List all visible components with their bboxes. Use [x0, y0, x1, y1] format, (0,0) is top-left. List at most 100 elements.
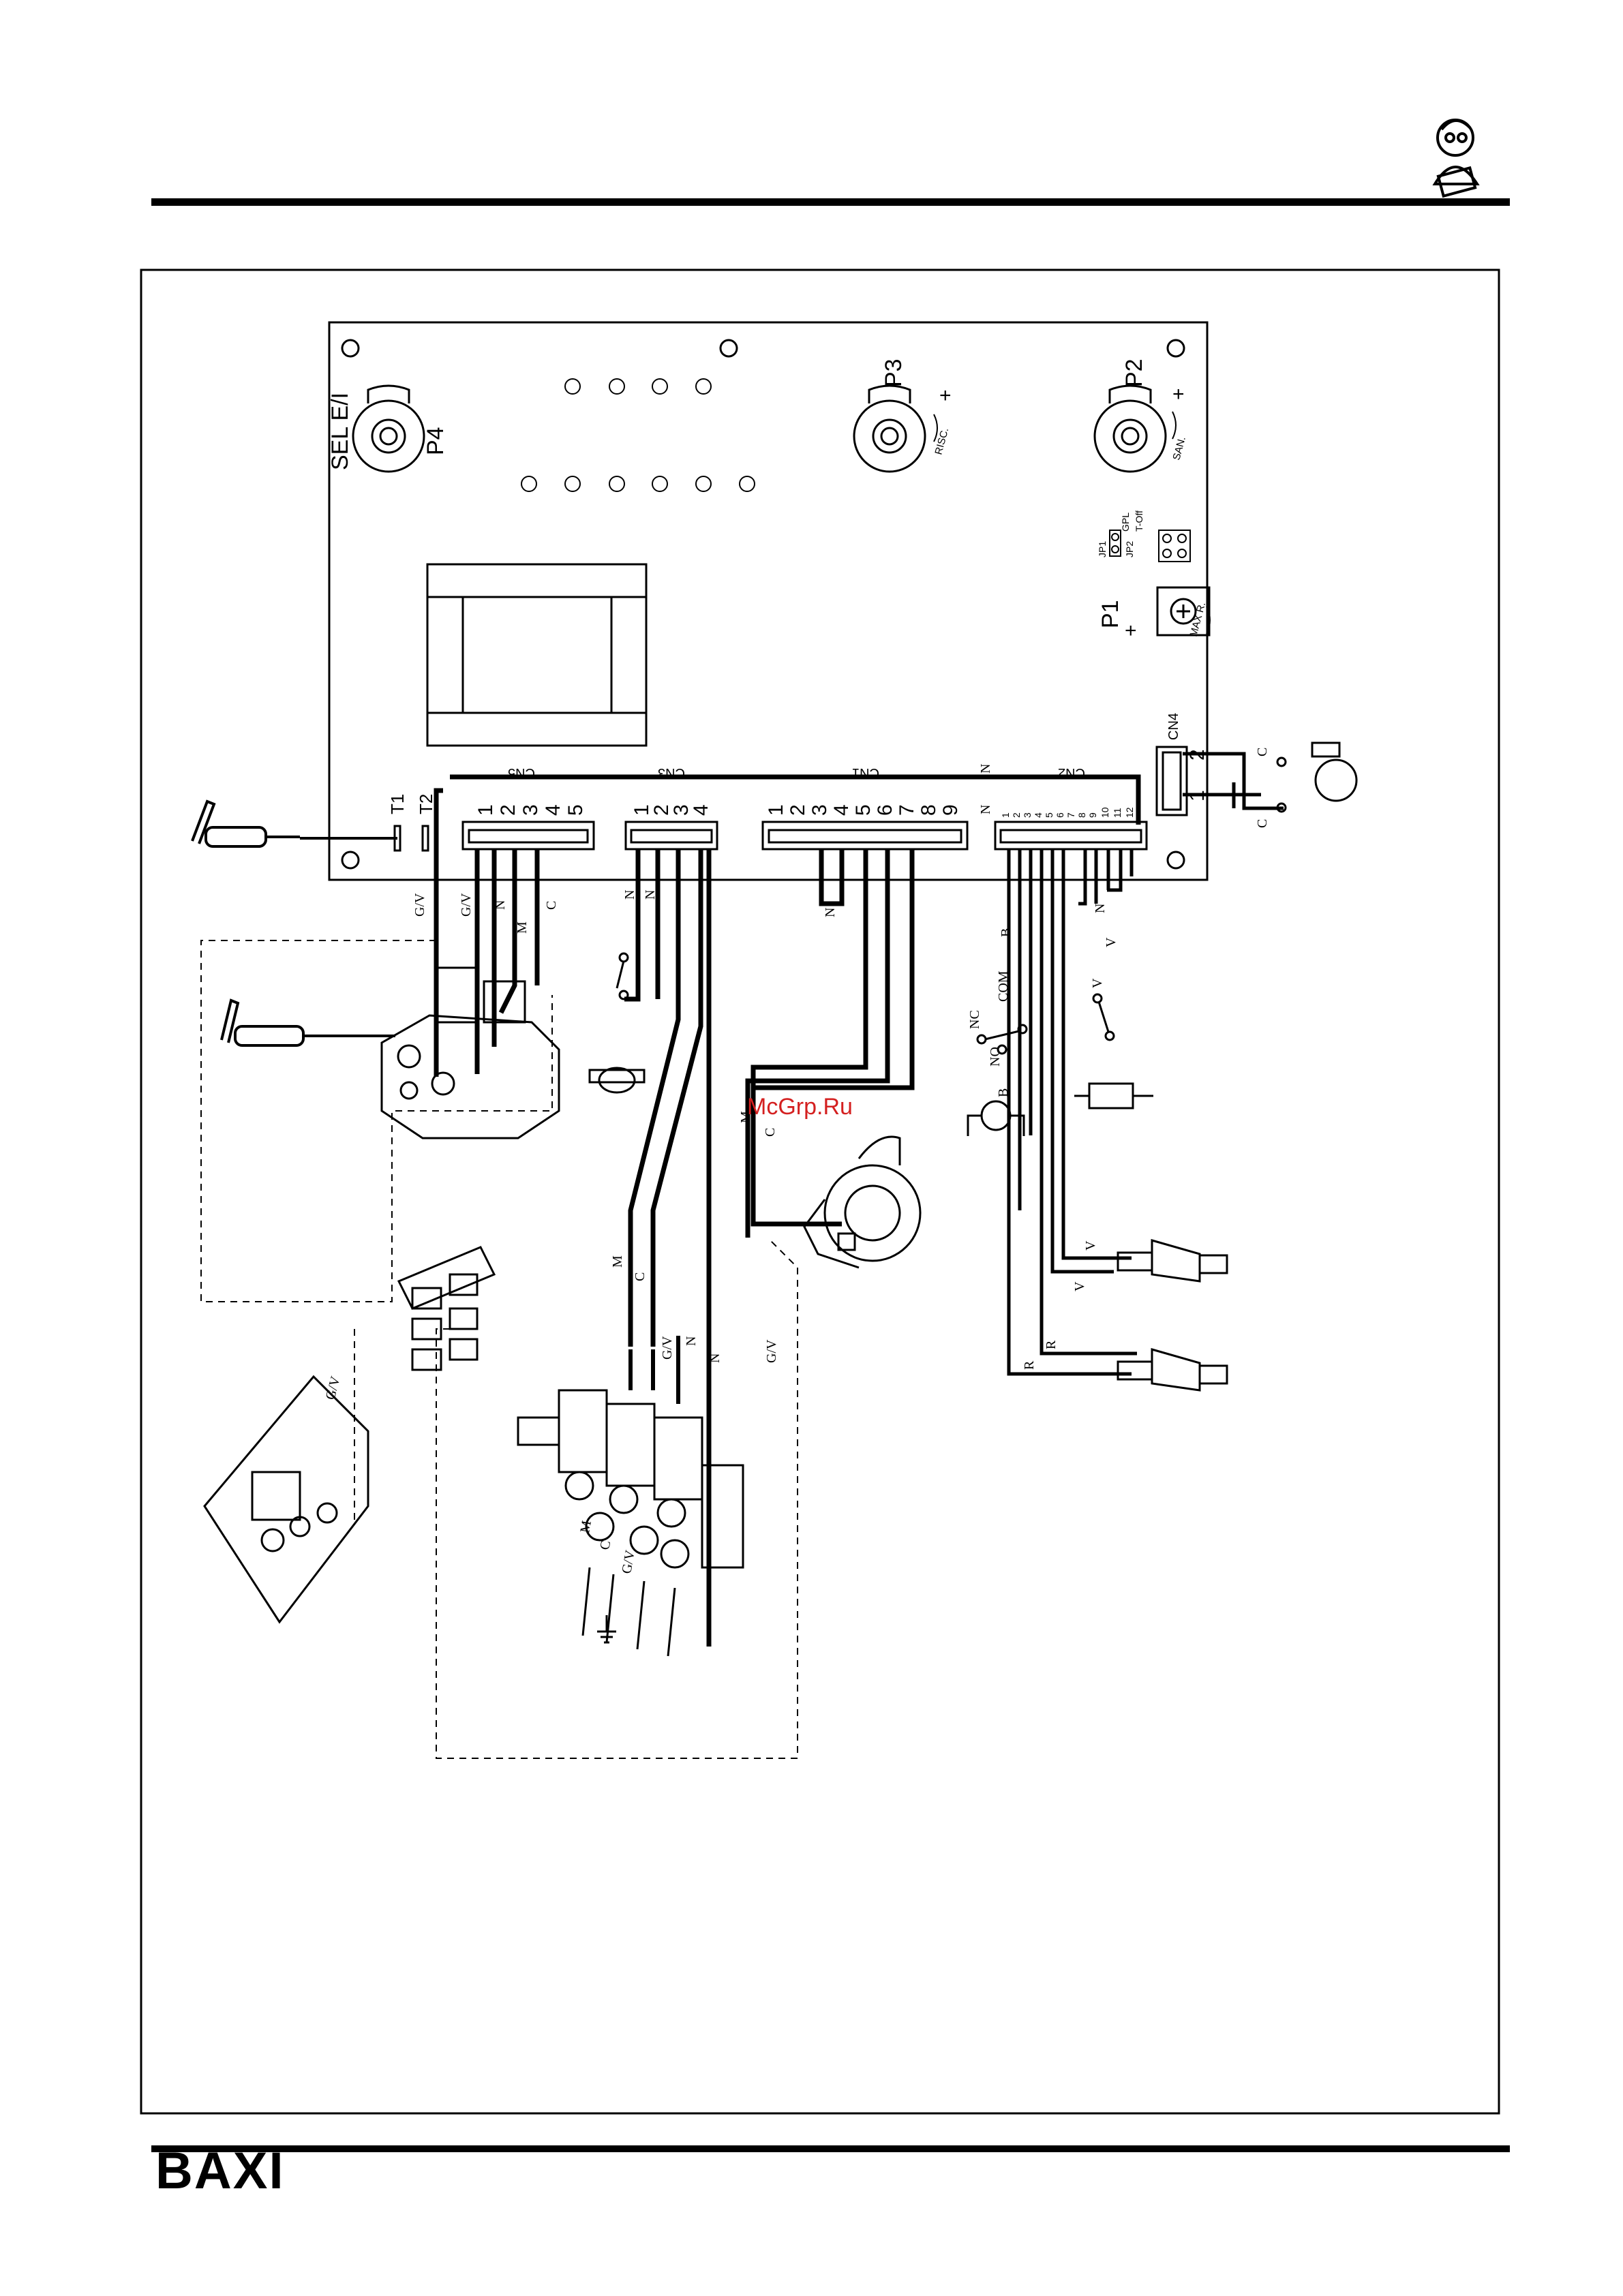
wire-label-c-cn5: C — [544, 901, 559, 910]
p1-plus-sign: + — [1125, 619, 1137, 642]
t1-label: T1 — [387, 794, 408, 814]
jumper-jp1[interactable] — [1110, 530, 1121, 556]
footer-rule — [151, 2145, 1510, 2152]
toff-label: T-Off — [1134, 510, 1144, 532]
circulating-pump — [804, 1137, 920, 1268]
connector-cn3[interactable] — [626, 822, 717, 849]
terminal-t1-t2 — [395, 826, 428, 851]
p3-plus-sign: + — [939, 384, 952, 407]
wire-label-n-cn3b: N — [643, 890, 658, 900]
wire-label-c-cn1: C — [763, 1128, 778, 1137]
jumper-jp2[interactable] — [1159, 530, 1190, 562]
cn5-pin-numbers: 1 2 3 4 5 — [474, 804, 587, 816]
wire-label-n-cn2: N — [1093, 904, 1108, 913]
connector-cn5[interactable] — [463, 822, 594, 849]
terminal-strip — [399, 1247, 494, 1370]
trimmer-p3[interactable] — [854, 386, 925, 472]
ignition-electrode-top — [192, 801, 397, 846]
pressure-switch — [968, 1025, 1027, 1136]
overheat-thermostat — [1277, 743, 1356, 812]
wire-label-n-cn3a: N — [622, 890, 637, 900]
wire-label-n-cn5: N — [493, 900, 508, 910]
cn1-wires — [748, 849, 912, 1238]
cn1-pin-numbers: 1 2 3 4 5 6 7 8 9 — [765, 804, 962, 816]
control-panel — [204, 1377, 368, 1622]
wire-label-v-2: V — [1090, 978, 1105, 988]
svg-text:12: 12 — [1124, 807, 1135, 818]
svg-text:5: 5 — [564, 804, 587, 816]
wire-label-m-cn3: M — [610, 1255, 625, 1268]
diagram-frame — [141, 270, 1499, 2113]
wire-label-n-top: N — [978, 764, 993, 774]
svg-text:1: 1 — [1000, 812, 1011, 818]
wire-label-m-block: M — [577, 1519, 594, 1534]
control-board — [329, 322, 1207, 880]
connector-cn4[interactable] — [1157, 747, 1187, 815]
ntc-sensor-lower — [1118, 1349, 1227, 1390]
ntc-sensor-upper — [1118, 1240, 1227, 1281]
wire-label-n-top-2: N — [978, 805, 993, 814]
svg-text:8: 8 — [1076, 812, 1087, 818]
svg-text:8: 8 — [917, 804, 940, 816]
wire-label-c-cn4b: C — [1255, 819, 1270, 828]
svg-text:5: 5 — [852, 804, 875, 816]
wire-label-gv-panel: G/V — [323, 1375, 344, 1402]
wire-label-v-4: V — [1072, 1281, 1087, 1291]
svg-text:3: 3 — [808, 804, 831, 816]
board-mounting-holes — [342, 340, 1184, 868]
svg-text:2: 2 — [787, 804, 809, 816]
wire-label-c-cn3: C — [633, 1272, 648, 1281]
wire-label-r-1: R — [1044, 1340, 1059, 1349]
svg-text:1: 1 — [765, 804, 787, 816]
wire-label-nc: NC — [967, 1010, 982, 1029]
svg-text:9: 9 — [939, 804, 962, 816]
maxr-scale-label: MAX R. — [1187, 601, 1208, 638]
svg-text:4: 4 — [690, 804, 712, 816]
cn2-pin-numbers: 1 2 3 4 5 6 7 8 9 10 11 12 — [1000, 807, 1135, 818]
wire-label-c-block: C — [597, 1540, 613, 1551]
connector-cn2[interactable] — [995, 822, 1147, 849]
connector-cn1[interactable] — [763, 822, 967, 849]
wire-label-n-cn1: N — [823, 908, 838, 917]
svg-text:1: 1 — [474, 804, 497, 816]
trimmer-p2-label: P2 — [1121, 358, 1147, 387]
trimmer-p4-label: P4 — [423, 427, 449, 455]
wire-label-gv-cn1: G/V — [764, 1339, 779, 1363]
thermostat-switch-cn3 — [617, 953, 628, 999]
wire-label-n-block-a: N — [684, 1336, 699, 1346]
gpl-label: GPL — [1120, 512, 1131, 532]
flow-switch — [1074, 994, 1153, 1108]
svg-text:7: 7 — [1065, 812, 1076, 818]
svg-text:10: 10 — [1099, 807, 1110, 818]
limit-thermostat — [590, 1068, 644, 1092]
svg-text:6: 6 — [1055, 812, 1065, 818]
cn2-wires — [1009, 849, 1137, 1374]
baxi-logo: BAXI — [155, 2145, 285, 2197]
cn3-pin-numbers: 1 2 3 4 — [631, 804, 712, 816]
watermark-text: McGrp.Ru — [747, 1094, 853, 1120]
trimmer-direction-arrows — [934, 412, 1210, 634]
trimmer-p2[interactable] — [1095, 386, 1166, 472]
jp2-label: JP2 — [1124, 541, 1135, 557]
wire-label-b-2: B — [996, 1088, 1011, 1097]
led-indicators — [521, 379, 755, 491]
sel-ei-label: SEL E/I — [327, 393, 353, 470]
san-scale-label: SAN. — [1170, 435, 1187, 461]
trimmer-p4[interactable] — [353, 386, 424, 472]
p2-plus-sign: + — [1172, 383, 1185, 405]
wire-label-b-1: B — [999, 928, 1014, 937]
svg-text:4: 4 — [1033, 812, 1044, 818]
svg-text:11: 11 — [1112, 808, 1123, 818]
svg-text:7: 7 — [896, 804, 918, 816]
svg-text:9: 9 — [1087, 812, 1098, 818]
header-rule — [151, 198, 1510, 206]
cn4-label: CN4 — [1166, 713, 1181, 740]
technician-reading-manual-icon — [1435, 120, 1477, 196]
trimmer-p1-label: P1 — [1097, 600, 1123, 628]
svg-text:3: 3 — [519, 804, 542, 816]
wire-label-gv-1: G/V — [412, 893, 427, 917]
svg-text:4: 4 — [830, 804, 853, 816]
cn3-wires — [624, 849, 709, 1647]
svg-text:2: 2 — [497, 804, 519, 816]
